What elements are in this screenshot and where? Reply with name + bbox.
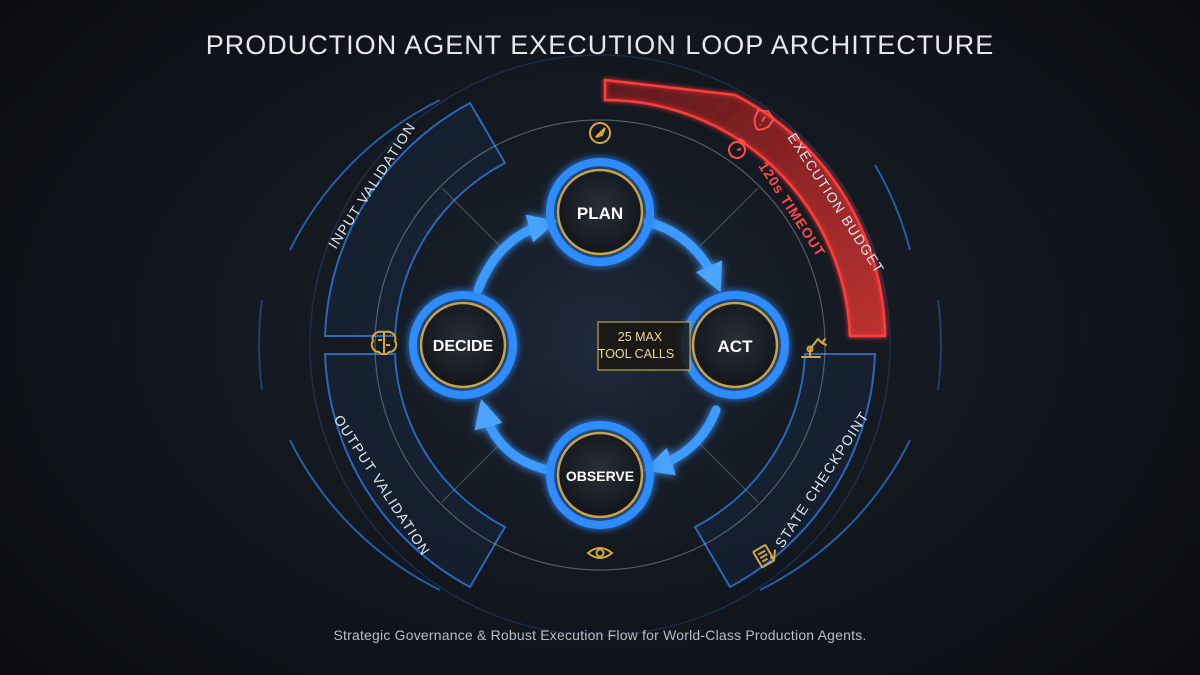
node-act-label: ACT: [718, 337, 754, 356]
node-observe[interactable]: OBSERVE: [546, 421, 654, 529]
node-plan-label: PLAN: [577, 204, 623, 223]
page-subtitle: Strategic Governance & Robust Execution …: [333, 627, 867, 643]
tool-calls-badge: 25 MAX TOOL CALLS: [597, 321, 691, 371]
compass-icon: [589, 122, 611, 144]
node-act[interactable]: ACT: [681, 291, 789, 399]
stopwatch-icon: [728, 138, 746, 159]
node-observe-label: OBSERVE: [566, 468, 634, 484]
node-plan[interactable]: PLAN: [546, 158, 654, 266]
outer-arcs: [258, 99, 942, 591]
checkpoint-document-icon: [752, 544, 777, 569]
eye-icon: [586, 547, 614, 559]
arrow-act-to-observe: [644, 405, 721, 476]
segment-execution-budget: [603, 78, 887, 338]
robotic-arm-icon: [801, 337, 827, 358]
tool-calls-line2: TOOL CALLS: [598, 347, 674, 361]
brain-icon: [370, 330, 398, 356]
shield-alert-icon: [753, 109, 776, 131]
loop-arrows: [473, 214, 723, 476]
node-decide[interactable]: DECIDE: [409, 291, 517, 399]
node-decide-label: DECIDE: [433, 338, 494, 355]
segment-input-validation: [323, 101, 507, 337]
arrow-decide-to-plan: [473, 214, 558, 295]
spokes: [441, 187, 759, 503]
arrow-observe-to-decide: [474, 398, 553, 475]
outer-ring: [309, 54, 891, 636]
tool-calls-line1: 25 MAX: [618, 330, 663, 344]
arrow-plan-to-act: [643, 217, 723, 293]
segment-output-validation: [323, 353, 507, 589]
segment-state-checkpoint: [693, 353, 877, 589]
